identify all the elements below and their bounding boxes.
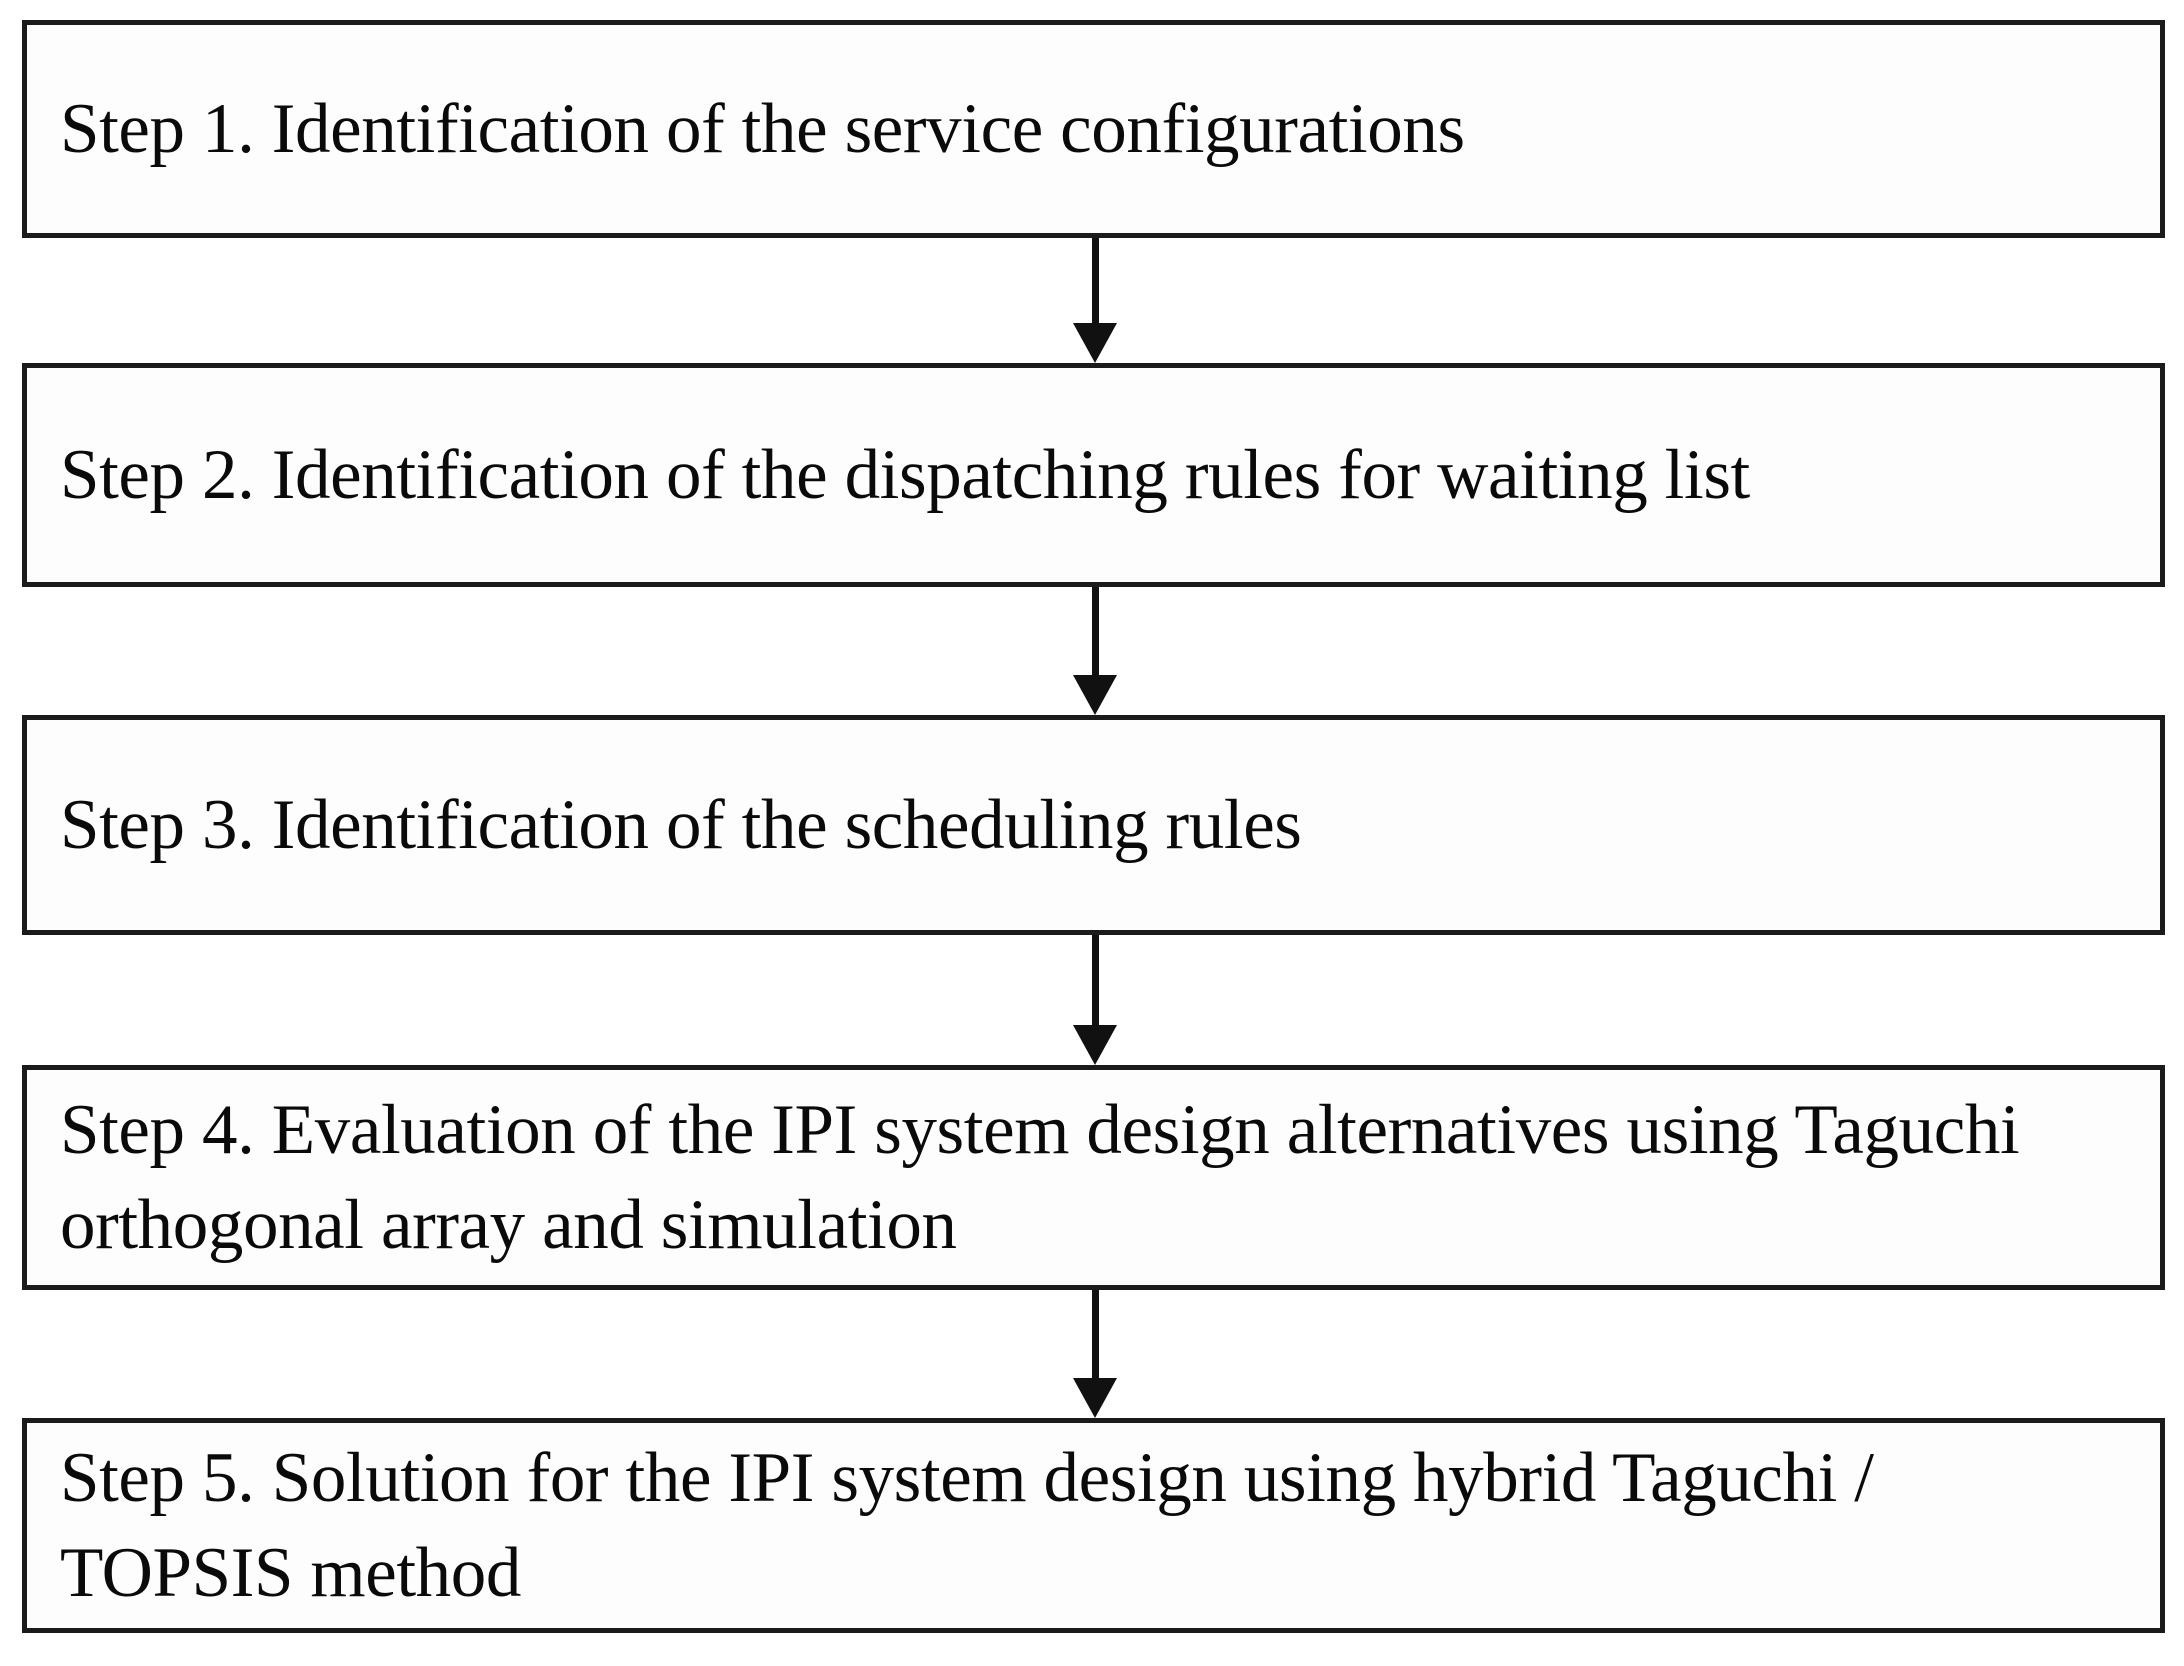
flow-node-step-1[interactable]: Step 1. Identification of the service co… (22, 20, 2165, 238)
arrowhead-down-icon (1073, 1025, 1117, 1065)
flow-node-step-5[interactable]: Step 5. Solution for the IPI system desi… (22, 1418, 2165, 1633)
flow-node-step-5-label: Step 5. Solution for the IPI system desi… (60, 1438, 1874, 1612)
arrowhead-down-icon (1073, 675, 1117, 715)
flow-edge-step1-to-step2 (1073, 238, 1117, 363)
flow-node-step-1-label: Step 1. Identification of the service co… (60, 89, 1465, 168)
flow-node-step-4[interactable]: Step 4. Evaluation of the IPI system des… (22, 1065, 2165, 1290)
arrow-shaft (1091, 587, 1099, 675)
arrowhead-down-icon (1073, 1378, 1117, 1418)
flow-edge-step2-to-step3 (1073, 587, 1117, 715)
arrowhead-down-icon (1073, 323, 1117, 363)
flow-node-step-4-label: Step 4. Evaluation of the IPI system des… (60, 1090, 2020, 1264)
flow-node-step-2-label: Step 2. Identification of the dispatchin… (60, 435, 1750, 514)
flow-node-step-3-label: Step 3. Identification of the scheduling… (60, 785, 1302, 864)
flow-node-step-3[interactable]: Step 3. Identification of the scheduling… (22, 715, 2165, 935)
flow-node-step-2[interactable]: Step 2. Identification of the dispatchin… (22, 363, 2165, 587)
arrow-shaft (1091, 1290, 1099, 1378)
arrow-shaft (1091, 935, 1099, 1025)
flow-edge-step3-to-step4 (1073, 935, 1117, 1065)
arrow-shaft (1091, 238, 1099, 323)
flow-edge-step4-to-step5 (1073, 1290, 1117, 1418)
